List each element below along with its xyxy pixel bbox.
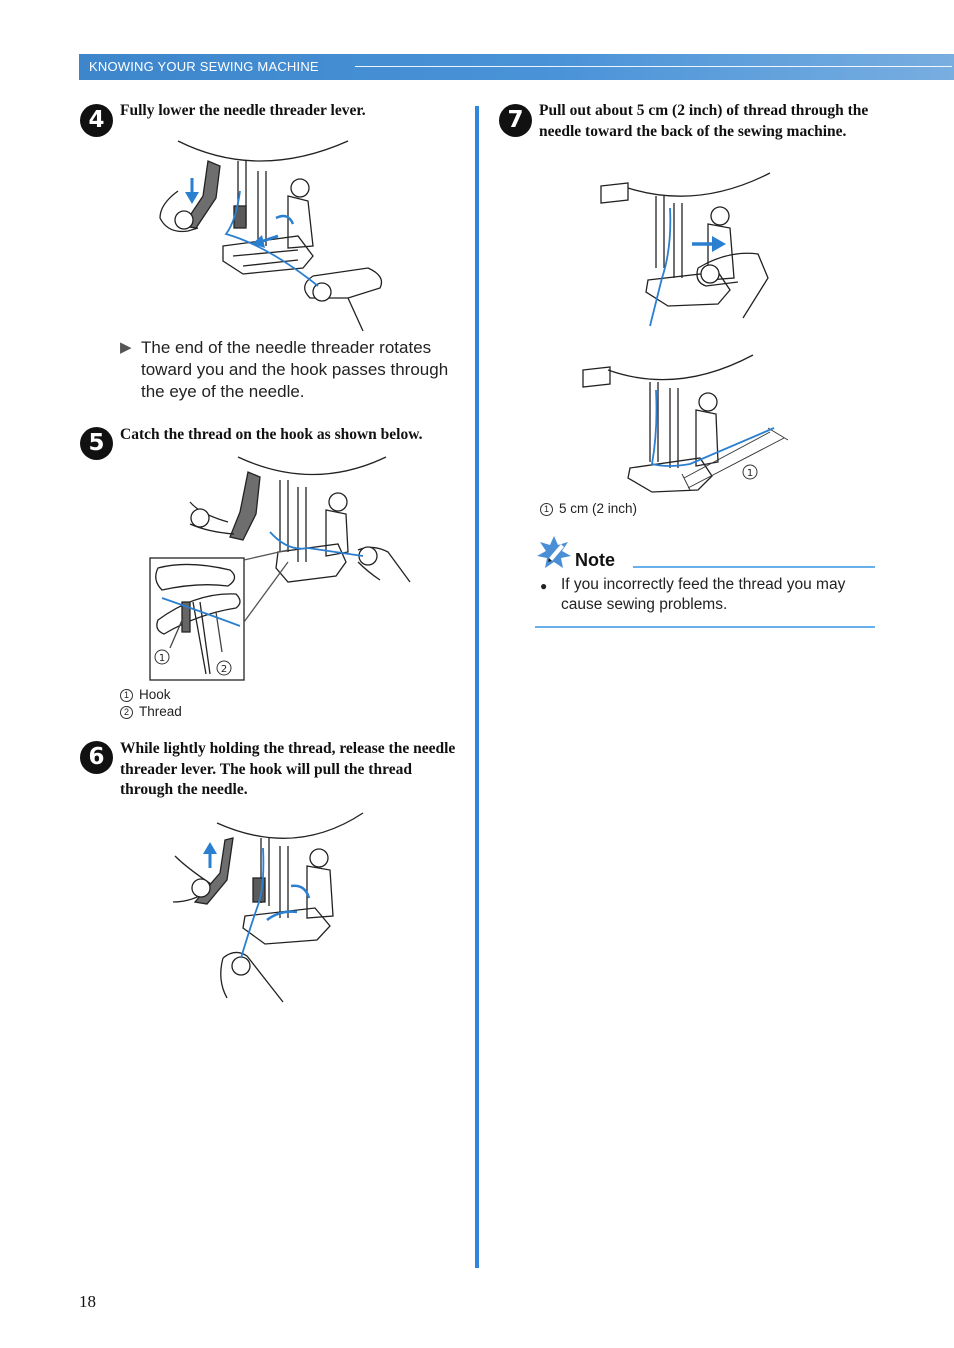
step-4-result-text: The end of the needle threader rotates t… xyxy=(141,338,449,401)
svg-text:1: 1 xyxy=(159,653,165,664)
step-4-number: 4 xyxy=(80,104,113,137)
step-6-title: While lightly holding the thread, releas… xyxy=(120,740,456,798)
step-4-result: ▶ The end of the needle threader rotates… xyxy=(120,337,460,403)
callout-1-hook xyxy=(154,649,170,665)
step-7-label-length: 1 5 cm (2 inch) xyxy=(540,500,637,517)
page-number: 18 xyxy=(79,1292,96,1311)
label-number: 1 xyxy=(120,689,133,702)
svg-text:2: 2 xyxy=(221,664,227,675)
label-text: Thread xyxy=(139,704,182,719)
step-5-label-thread: 2 Thread xyxy=(120,703,182,720)
step-5-number: 5 xyxy=(80,427,113,460)
step-5-label-hook: 1 Hook xyxy=(120,686,171,703)
note-bottom-rule xyxy=(535,626,875,628)
step-6-number: 6 xyxy=(80,741,113,774)
illustration-pull-thread-back xyxy=(600,172,771,327)
bullet-icon: ● xyxy=(540,579,548,593)
note-title: Note xyxy=(575,550,615,570)
step-4-title: Fully lower the needle threader lever. xyxy=(120,102,366,119)
label-text: 5 cm (2 inch) xyxy=(559,501,638,516)
illustration-release-threader-lever xyxy=(172,812,364,1003)
callout-1-length xyxy=(742,464,758,480)
note-pencil-icon xyxy=(537,536,571,568)
step-7-title: Pull out about 5 cm (2 inch) of thread t… xyxy=(539,102,869,140)
section-header-band: KNOWING YOUR SEWING MACHINE xyxy=(79,54,954,80)
label-number: 1 xyxy=(540,503,553,516)
note-item-text: If you incorrectly feed the thread you m… xyxy=(561,576,846,613)
section-title: KNOWING YOUR SEWING MACHINE xyxy=(89,59,319,74)
label-number: 2 xyxy=(120,706,133,719)
svg-text:1: 1 xyxy=(747,468,753,479)
illustration-lower-threader-lever xyxy=(159,140,383,332)
step-7-number: 7 xyxy=(499,104,532,137)
illustration-thread-length-measure: 1 xyxy=(582,354,789,493)
label-text: Hook xyxy=(139,687,171,702)
note-top-rule xyxy=(633,566,875,568)
note-item: ● If you incorrectly feed the thread you… xyxy=(540,575,870,615)
callout-2-thread xyxy=(216,660,232,676)
header-rule xyxy=(355,66,952,67)
step-5-title: Catch the thread on the hook as shown be… xyxy=(120,426,423,443)
illustration-catch-thread-on-hook: 1 2 xyxy=(149,456,411,681)
column-divider xyxy=(475,106,479,1268)
result-arrow-icon: ▶ xyxy=(120,339,132,356)
